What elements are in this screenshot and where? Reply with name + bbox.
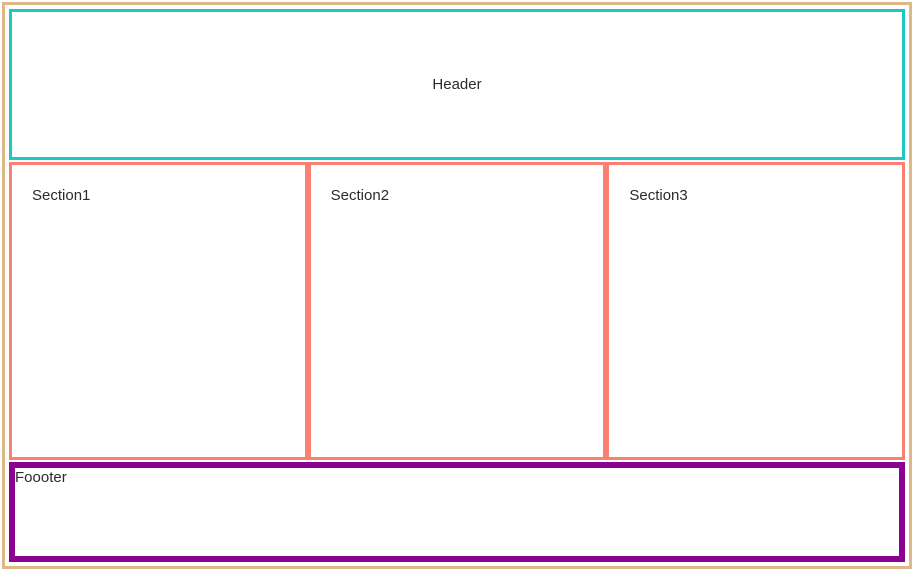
section-1-label: Section1: [32, 187, 91, 204]
section-2-label: Section2: [330, 187, 390, 204]
header-section: Header: [9, 9, 905, 160]
header-label: Header: [432, 76, 482, 93]
section-1: Section1: [9, 162, 308, 460]
page-container: Header Section1 Section2 Section3 Fooote…: [2, 2, 912, 569]
footer-label: Foooter: [15, 469, 67, 486]
section-3-label: Section3: [629, 187, 688, 204]
sections-row: Section1 Section2 Section3: [9, 162, 906, 460]
footer-section: Foooter: [9, 462, 905, 562]
section-2: Section2: [307, 162, 607, 460]
section-3: Section3: [606, 162, 906, 460]
